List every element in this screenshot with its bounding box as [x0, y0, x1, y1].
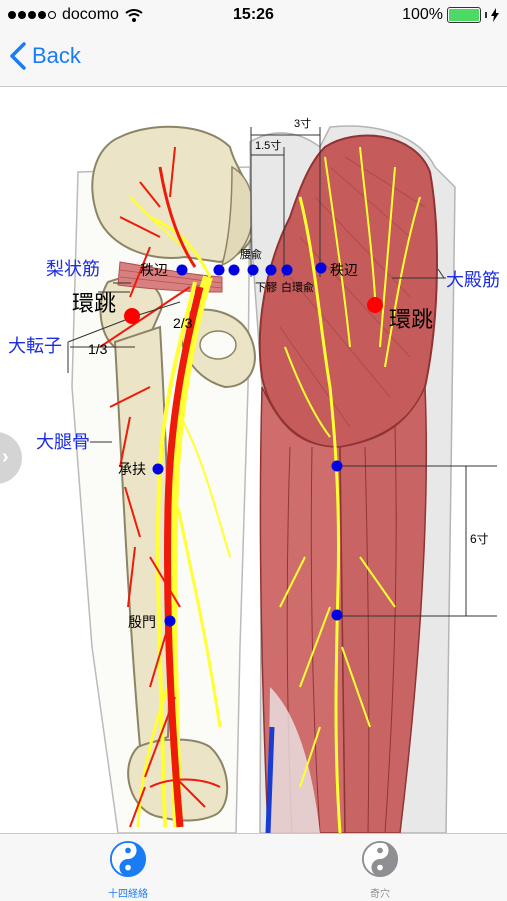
point-shoufu: [152, 463, 164, 475]
chevron-left-icon: [10, 42, 26, 70]
point-kanchou-left: [124, 308, 140, 324]
label-daitaikotsu: 大腿骨: [36, 432, 90, 452]
tab-jushikeiraku[interactable]: 十四経絡: [68, 840, 188, 900]
acupoint-figure: 梨状筋 大転子 大腿骨 大殿筋 環跳 環跳 秩辺 秩辺 腰兪 下髎 白環兪 承扶…: [0, 87, 507, 833]
status-bar: docomo 15:26 100%: [0, 0, 507, 32]
point-hakkanyu: [281, 264, 293, 276]
label-dim-1-5sun: 1.5寸: [255, 138, 281, 152]
point-chippen-right: [315, 262, 327, 274]
tab-kiketsu-label: 奇穴: [370, 889, 390, 900]
label-shoufu: 承扶: [118, 461, 146, 477]
point-youyu-2: [228, 264, 240, 276]
point-inmon: [164, 615, 176, 627]
label-chippen-left: 秩辺: [140, 262, 168, 278]
point-mid-upper: [331, 460, 343, 472]
label-kanchou-left: 環跳: [72, 291, 116, 316]
label-dim-6sun: 6寸: [470, 532, 489, 546]
battery-icon: [447, 7, 481, 23]
point-geryou: [265, 264, 277, 276]
point-youyu-1: [213, 264, 225, 276]
label-ratio-one-third: 1/3: [88, 341, 108, 357]
label-youyu: 腰兪: [240, 248, 262, 261]
acupoints: [124, 262, 383, 627]
label-dazhuanzi: 大転子: [8, 336, 62, 356]
chevron-right-icon: ›: [2, 446, 9, 468]
label-inmon: 殷門: [128, 614, 156, 630]
label-lishang: 梨状筋: [46, 259, 100, 279]
tab-jushikeiraku-label: 十四経絡: [108, 889, 148, 900]
tab-kiketsu[interactable]: 奇穴: [320, 840, 440, 900]
skeleton-side: [71, 125, 258, 833]
tab-bar: 十四経絡 奇穴: [0, 833, 507, 901]
back-label: Back: [32, 43, 81, 68]
point-mid-lower: [331, 609, 343, 621]
signal-strength-icon: [8, 11, 56, 19]
label-kanchou-right: 環跳: [389, 307, 433, 332]
thigh-anatomy-illustration: 梨状筋 大転子 大腿骨 大殿筋 環跳 環跳 秩辺 秩辺 腰兪 下髎 白環兪 承扶…: [8, 116, 500, 833]
muscle-side: [249, 125, 456, 833]
label-chippen-right: 秩辺: [330, 262, 358, 278]
point-youyu-3: [247, 264, 259, 276]
charging-bolt-icon: [491, 8, 499, 22]
label-dim-3sun: 3寸: [294, 116, 311, 130]
battery-percent: 100%: [402, 6, 443, 23]
carrier-name: docomo: [62, 6, 119, 23]
back-button[interactable]: Back: [10, 42, 81, 70]
label-ratio-two-thirds: 2/3: [173, 315, 193, 331]
wifi-icon: [125, 9, 143, 22]
label-daidenkin: 大殿筋: [446, 270, 500, 290]
carrier-group: docomo: [8, 6, 143, 24]
battery-group: 100%: [402, 6, 499, 24]
label-geryou: 下髎: [255, 281, 277, 294]
label-hakkanyu: 白環兪: [281, 280, 314, 294]
side-drawer-handle[interactable]: ›: [0, 432, 22, 484]
figure-labels: 梨状筋 大転子 大腿骨 大殿筋 環跳 環跳 秩辺 秩辺 腰兪 下髎 白環兪 承扶…: [8, 116, 500, 630]
yin-yang-icon: [361, 840, 399, 878]
yin-yang-icon: [109, 840, 147, 878]
dimension-lines: [67, 127, 497, 617]
point-chippen-left: [176, 264, 188, 276]
point-kanchou-right: [367, 297, 383, 313]
navigation-bar: Back: [0, 32, 507, 87]
clock: 15:26: [233, 6, 274, 23]
